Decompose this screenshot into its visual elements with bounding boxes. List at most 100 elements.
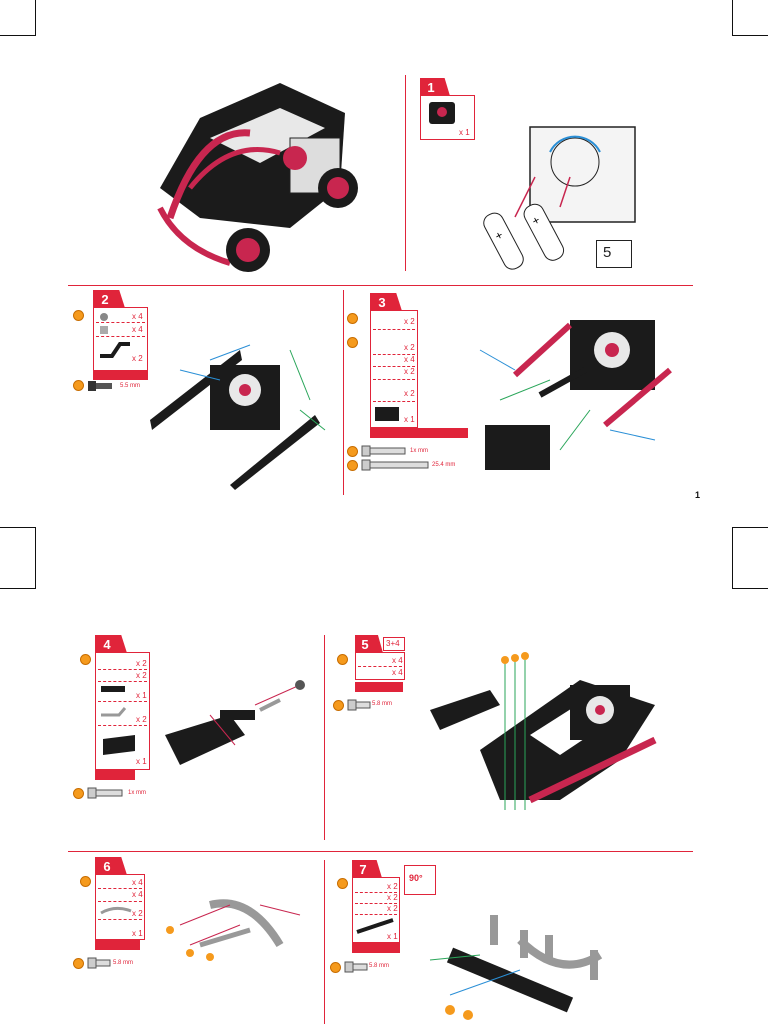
step-6-screw-marker [73, 958, 84, 969]
step-6-ruler [95, 940, 140, 950]
step-3-ruler [370, 428, 468, 438]
step-2-qty-1: x 4 [132, 325, 143, 334]
step-5-subassembly-tag: 3+4 [383, 637, 405, 651]
step-3-marker-b [347, 337, 358, 348]
step-2-qty-2: x 2 [132, 354, 143, 363]
step-6-badge: 6 [95, 857, 127, 875]
rotate-indicator: 90° [404, 865, 436, 895]
step-6-marker-a [80, 876, 91, 887]
step-3-screw-length-1: 1x mm [410, 448, 428, 454]
step-5-marker-a [337, 654, 348, 665]
short-beam-part-icon [101, 686, 125, 692]
step-2-badge: 2 [93, 290, 125, 308]
step-7-assembly-illustration [429, 915, 603, 1020]
step-1-qty-0: x 1 [459, 128, 470, 137]
step-5-qty-0: x 4 [392, 656, 403, 665]
step-3-screw-length-2: 25.4 mm [432, 462, 456, 468]
step-4-qty-4: x 1 [136, 757, 147, 766]
step-3-qty-5: x 1 [404, 415, 415, 424]
step-7-qty-2: x 2 [387, 904, 398, 913]
step-3-badge: 3 [370, 293, 402, 311]
nut-part-icon [100, 326, 108, 334]
step-5-qty-1: x 4 [392, 668, 403, 677]
manual-book-icon: 5 [596, 240, 632, 268]
rotate-label: 90° [409, 873, 423, 883]
step-7-screw-icon [344, 961, 368, 973]
step-6-qty-3: x 1 [132, 929, 143, 938]
step-1-parts-box: x 1 [420, 95, 475, 140]
angle-bracket-part-icon [101, 707, 127, 717]
step-4-qty-3: x 2 [136, 715, 147, 724]
step-6-screw-icon [87, 957, 111, 969]
step-2-parts-box: x 4 x 4 x 2 [93, 307, 148, 380]
step-2-screw-length: 5.5 mm [120, 383, 141, 389]
step-2-assembly-illustration [150, 344, 326, 490]
battery-box-part-icon [429, 102, 455, 124]
step-7-screw-length: 5.8 mm [369, 963, 390, 969]
step-2-qty-0: x 4 [132, 312, 143, 321]
step-2-screw-icon [88, 381, 112, 391]
step-7-qty-1: x 2 [387, 893, 398, 902]
crop-mark-mid-right [732, 527, 768, 589]
step-3-marker-a [347, 313, 358, 324]
step-1-badge: 1 [420, 78, 450, 96]
step-4-qty-2: x 1 [136, 691, 147, 700]
step-6-assembly-illustration [166, 899, 301, 961]
step-3-qty-1: x 2 [404, 343, 415, 352]
base-plate-part-icon [103, 735, 135, 755]
step-7-badge: 7 [352, 860, 382, 878]
step-2-screw-marker [73, 380, 84, 391]
divider-row2 [68, 851, 693, 852]
step-4-qty-0: x 2 [136, 659, 147, 668]
finished-car-illustration [157, 83, 358, 272]
step-6-screw-length: 5.8 mm [113, 960, 134, 966]
crop-mark-mid-left [0, 527, 36, 589]
plate-part-icon [375, 407, 399, 421]
step-6-qty-0: x 4 [132, 878, 143, 887]
manual-ref-number: 5 [603, 244, 612, 261]
divider-top [405, 75, 406, 271]
step-6-parts-box: x 4 x 4 x 2 x 1 [95, 874, 145, 940]
step-5-badge: 5 [355, 635, 383, 653]
step-3-short-screw-icon [361, 445, 406, 457]
curved-strip-part-icon [100, 906, 132, 915]
step-5-screw-marker [333, 700, 344, 711]
step-4-screw-length: 1x mm [128, 790, 146, 796]
step-5-ruler [355, 682, 403, 692]
step-7-qty-3: x 1 [387, 932, 398, 941]
crop-mark-top-left [0, 0, 36, 36]
step-3-qty-4: x 2 [404, 389, 415, 398]
page-number: 1 [695, 490, 701, 500]
step-6-qty-2: x 2 [132, 909, 143, 918]
bent-strip-part-icon [100, 342, 130, 358]
step-5-assembly-illustration [430, 652, 657, 810]
step-7-ruler [352, 943, 400, 953]
step-4-screw-icon [87, 787, 123, 799]
step-7-parts-box: x 2 x 2 x 2 x 1 [352, 877, 400, 943]
step-4-marker-a [80, 654, 91, 665]
step-2-marker-a [73, 310, 84, 321]
step-3-qty-0: x 2 [404, 317, 415, 326]
step-7-qty-0: x 2 [387, 882, 398, 891]
step-4-screw-marker [73, 788, 84, 799]
step-5-subassembly-label: 3+4 [386, 639, 400, 648]
step-4-assembly-illustration [165, 680, 305, 765]
step-5-screw-length: 5.8 mm [372, 701, 393, 707]
divider-row1 [68, 285, 693, 286]
battery-insertion-illustration: + + [483, 126, 636, 270]
divider-row3-mid [324, 860, 325, 1024]
screw-part-icon [100, 313, 108, 321]
divider-row1-mid [343, 290, 344, 495]
step-4-badge: 4 [95, 635, 127, 653]
step-5-parts-box: x 4 x 4 [355, 652, 405, 680]
step-4-parts-box: x 2 x 2 x 1 x 2 x 1 [95, 652, 150, 770]
step-2-ruler [93, 370, 148, 380]
step-3-parts-box: x 2 x 2 x 4 x 2 x 2 x 1 [370, 310, 418, 428]
step-7-marker-a [337, 878, 348, 889]
crop-mark-top-right [732, 0, 768, 36]
step-3-screw-marker-1 [347, 446, 358, 457]
step-3-long-screw-icon [361, 459, 429, 471]
divider-row2-mid [324, 635, 325, 840]
step-6-qty-1: x 4 [132, 890, 143, 899]
long-beam-part-icon [356, 918, 394, 934]
